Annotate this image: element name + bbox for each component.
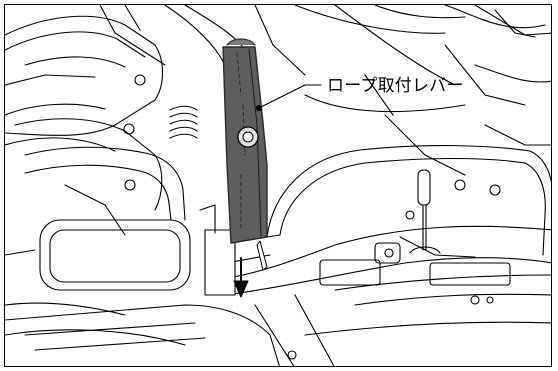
spring (169, 105, 198, 139)
machine-line-drawing (5, 5, 551, 366)
right-handlebar (266, 145, 551, 256)
bracket (199, 204, 236, 296)
left-housing (5, 15, 164, 211)
down-arrow (233, 257, 249, 298)
upper-panels (99, 5, 551, 176)
gear-stick (374, 169, 476, 264)
bolts (123, 74, 501, 304)
rope-attachment-lever-label: ロープ取付レバー (327, 76, 464, 96)
bottom-bed (5, 225, 551, 366)
lever-tip (256, 240, 268, 271)
callout-leader-line (258, 84, 322, 109)
diagram-frame: ロープ取付レバー (4, 4, 552, 367)
lever-bolt (237, 105, 262, 148)
left-handle (5, 146, 191, 346)
